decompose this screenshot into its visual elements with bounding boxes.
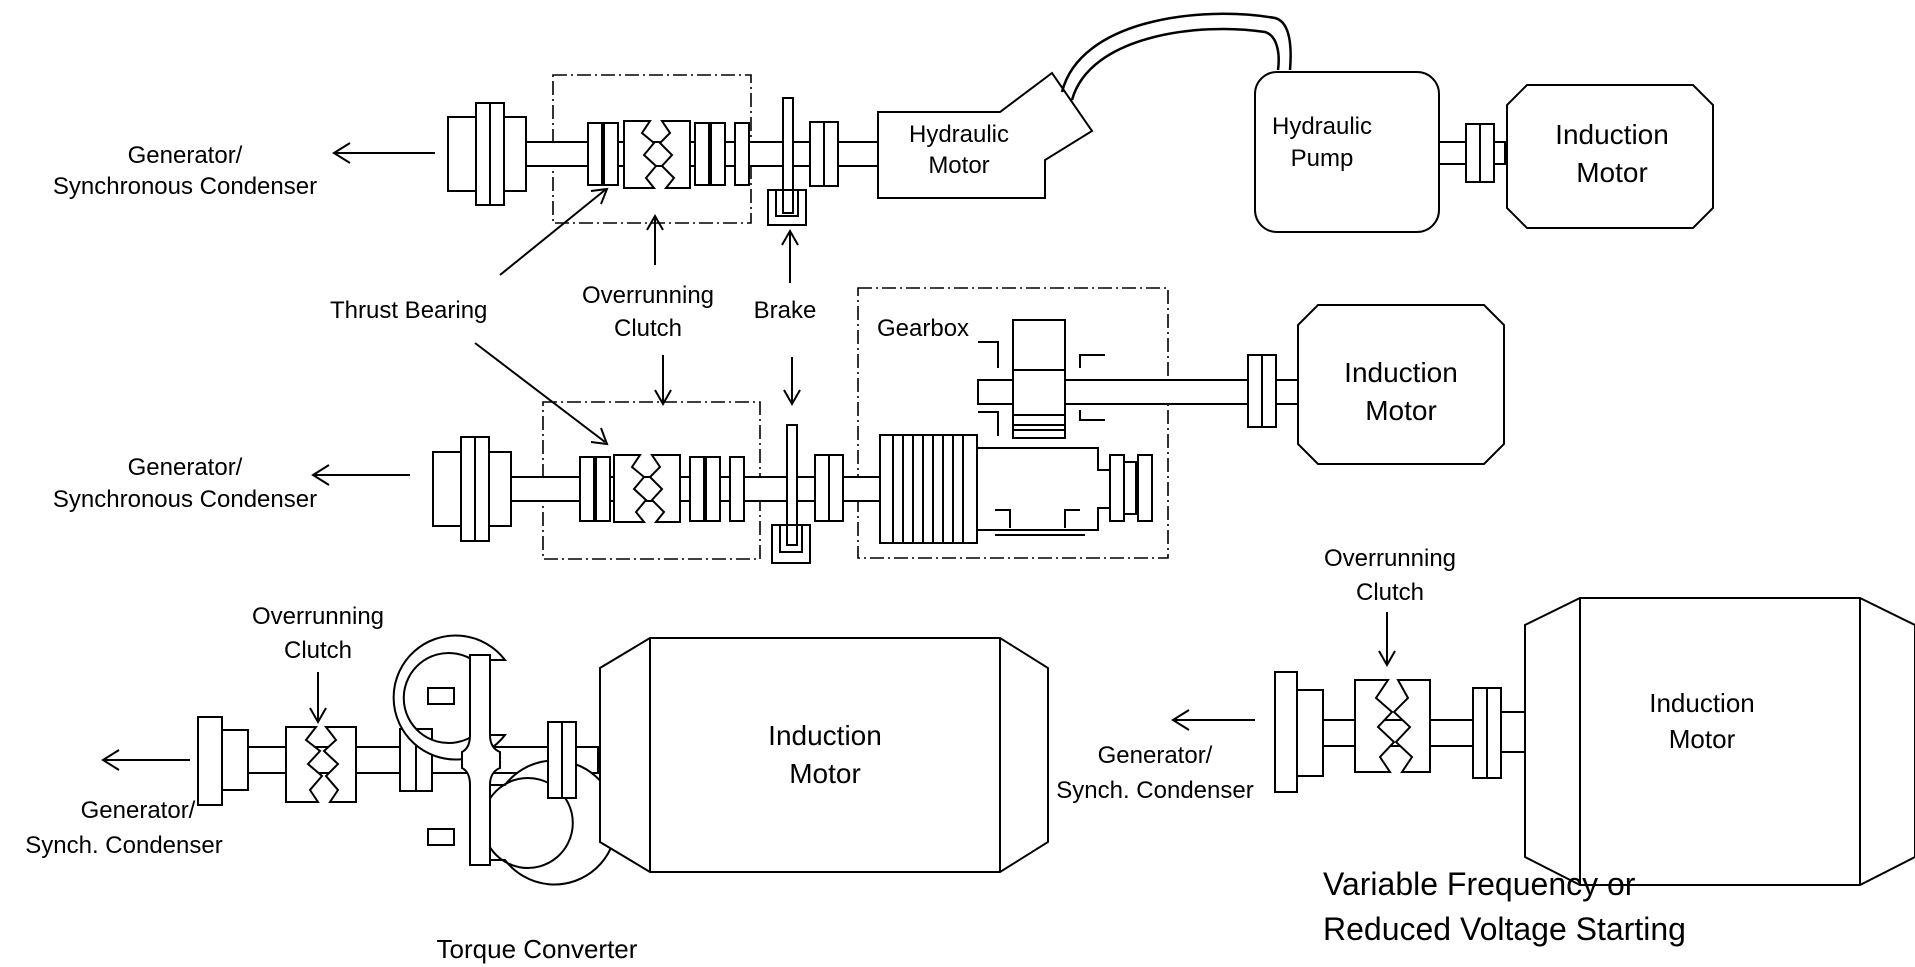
- induction-motor-label: Induction: [768, 720, 882, 751]
- output-label: Generator/: [1098, 742, 1213, 769]
- thrust-bearing: [695, 123, 709, 185]
- coupling-flange: [824, 122, 838, 186]
- output-label: Synchronous Condenser: [53, 486, 317, 513]
- thrust-bearing: [706, 457, 720, 521]
- induction-motor-label: Induction: [1649, 688, 1755, 718]
- thrust-bearing: [711, 123, 725, 185]
- coupling-flange: [1138, 455, 1152, 521]
- callout-arrow: [475, 343, 605, 442]
- output-label: Synchronous Condenser: [53, 173, 317, 200]
- coupling-flange: [1473, 688, 1487, 778]
- bearing-bracket: [1080, 355, 1105, 368]
- coupling-flange: [448, 117, 476, 191]
- brake-label: Brake: [754, 297, 817, 324]
- induction-motor-label: Induction: [1344, 357, 1458, 388]
- hydraulic-pump-label: Hydraulic: [1272, 113, 1372, 140]
- coupling-flange: [222, 730, 248, 790]
- output-label: Synch. Condenser: [1056, 777, 1253, 804]
- hydraulic-motor-label: Motor: [928, 152, 989, 179]
- coupling-flange: [490, 103, 504, 205]
- coupling-flange: [1124, 462, 1136, 514]
- coupling-flange: [1248, 355, 1262, 427]
- brake-disc: [787, 425, 797, 545]
- induction-motor-label: Motor: [789, 758, 861, 789]
- bearing-bracket: [1080, 410, 1105, 420]
- induction-motor-label: Motor: [1576, 157, 1648, 188]
- coupling-flange: [815, 455, 829, 521]
- turbine-runner: [462, 655, 500, 865]
- coupling-flange: [489, 452, 511, 526]
- bearing-bracket: [978, 342, 998, 368]
- clutch-label: Clutch: [1356, 579, 1424, 606]
- coupling-flange: [475, 437, 489, 541]
- hydraulic-hose: [1062, 14, 1291, 92]
- thrust-bearing: [596, 457, 610, 521]
- output-label: Generator/: [81, 797, 196, 824]
- overrunning-clutch-label: Overrunning: [582, 282, 714, 309]
- vfd-caption: Variable Frequency or: [1323, 866, 1636, 902]
- bull-gear-hub: [1013, 370, 1065, 415]
- thrust-bearing: [604, 123, 618, 185]
- thrust-bearing: [690, 457, 704, 521]
- induction-motor-label: Motor: [1669, 724, 1736, 754]
- coupling-flange: [1466, 124, 1480, 182]
- thrust-bearing: [730, 457, 744, 521]
- overrunning-clutch-label: Clutch: [614, 315, 682, 342]
- callouts: Thrust Bearing Overrunning Clutch Brake: [330, 189, 816, 444]
- coupling-flange: [476, 103, 490, 205]
- stator: [428, 829, 454, 845]
- coupling-flange: [461, 437, 475, 541]
- thrust-bearing: [735, 123, 749, 185]
- coupling-flange: [1297, 690, 1323, 776]
- coupling-flange: [1480, 124, 1494, 182]
- thrust-bearing: [588, 123, 602, 185]
- bearing-bracket: [978, 412, 998, 436]
- diagram-vfd-start: Overrunning Clutch Generator/ Synch. Con…: [1056, 545, 1915, 947]
- coupling-flange: [562, 722, 576, 798]
- shaft: [1276, 380, 1298, 404]
- clutch-label: Clutch: [284, 637, 352, 664]
- diagram-gearbox-start: Generator/ Synchronous Condenser Gearbox…: [53, 288, 1504, 563]
- hydraulic-motor-label: Hydraulic: [909, 121, 1009, 148]
- gear-housing: [977, 448, 1120, 530]
- coupling-flange: [548, 722, 562, 798]
- coupling-flange: [1487, 688, 1501, 778]
- coupling-flange: [1275, 672, 1297, 792]
- diagram-hydraulic-start: Generator/ Synchronous Condenser Hydraul…: [53, 14, 1713, 232]
- thrust-bearing: [580, 457, 594, 521]
- vfd-caption: Reduced Voltage Starting: [1323, 911, 1686, 947]
- coupling-flange: [198, 717, 222, 805]
- shaft: [1501, 712, 1525, 752]
- induction-motor: [600, 638, 1048, 872]
- output-label: Generator/: [128, 454, 243, 481]
- induction-motor-label: Induction: [1555, 119, 1669, 150]
- induction-motor-label: Motor: [1365, 395, 1437, 426]
- stator: [428, 688, 454, 704]
- hydraulic-pump-label: Pump: [1291, 145, 1354, 172]
- torque-converter-caption: Torque Converter: [437, 934, 638, 964]
- clutch-label: Overrunning: [1324, 545, 1456, 572]
- output-label: Synch. Condenser: [25, 832, 222, 859]
- coupling-flange: [433, 452, 461, 526]
- coupling-flange: [1110, 455, 1124, 521]
- coupling-flange: [829, 455, 843, 521]
- brake-disc: [783, 98, 793, 213]
- coupling-flange: [810, 122, 824, 186]
- thrust-bearing-label: Thrust Bearing: [330, 297, 487, 324]
- coupling-flange: [1262, 355, 1276, 427]
- coupling-flange: [504, 117, 526, 191]
- clutch-label: Overrunning: [252, 603, 384, 630]
- output-label: Generator/: [128, 142, 243, 169]
- diagram-torque-converter: Overrunning Clutch Generator/ Synch. Con…: [25, 603, 1048, 964]
- gearbox-label: Gearbox: [877, 315, 969, 342]
